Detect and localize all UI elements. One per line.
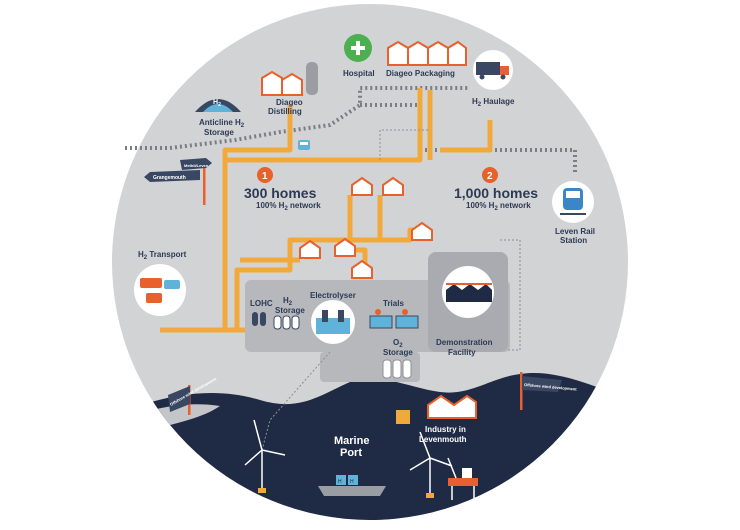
- container-label-1: H: [338, 479, 342, 485]
- lohc-label: LOHC: [250, 299, 273, 308]
- o2-storage-label-1: O2: [393, 338, 403, 349]
- leven-rail-icon: [552, 181, 594, 223]
- rig-icon: [447, 457, 478, 500]
- house-icon: [351, 259, 373, 279]
- marine-label-2: Port: [340, 447, 362, 459]
- anticline-storage-icon: [195, 99, 241, 112]
- offshore-flag-left: [168, 385, 191, 415]
- homes-1000: 1,000 homes: [454, 185, 538, 201]
- o2-storage-icon: [382, 359, 412, 379]
- number-badge-1: [257, 167, 273, 183]
- industry-label-1: Industry in: [425, 425, 466, 434]
- demo-label-2: Facility: [448, 348, 476, 357]
- o2-storage-label-2: Storage: [383, 348, 413, 357]
- haulage-label: H2 Haulage: [472, 97, 515, 108]
- h2-storage-icon: [273, 315, 300, 330]
- anticline-label-1: Anticline H2: [199, 118, 245, 129]
- diageo-distilling-label-1: Diageo: [276, 98, 303, 107]
- demo-label-1: Demonstration: [436, 338, 493, 347]
- container-label-2: H: [350, 479, 354, 485]
- dome-h2-label: H2: [213, 99, 221, 108]
- trials-icon: [369, 309, 419, 329]
- hospital-icon: [344, 34, 372, 62]
- transport-icon: [134, 264, 186, 316]
- house-icon: [299, 239, 321, 259]
- offshore-flag-right: [520, 372, 562, 410]
- diageo-distilling-label-2: Distilling: [268, 107, 302, 116]
- signpost: [144, 158, 212, 205]
- leven-rail-label-2: Station: [560, 236, 587, 245]
- marine-label-1: Marine: [334, 435, 369, 447]
- homes-300: 300 homes: [244, 185, 317, 201]
- network-1000: 100% H2 network: [466, 201, 531, 212]
- leven-rail-label-1: Leven Rail: [555, 227, 595, 236]
- hospital-label: Hospital: [343, 69, 375, 78]
- sign-grangemouth: Grangemouth: [153, 175, 186, 181]
- number-badge-2: [482, 167, 498, 183]
- network-300: 100% H2 network: [256, 201, 321, 212]
- anticline-label-2: Storage: [204, 128, 234, 137]
- number-1: 1: [262, 171, 268, 182]
- haulage-icon: [473, 50, 513, 90]
- lohc-icon: [252, 312, 266, 326]
- transport-label: H2 Transport: [138, 250, 187, 261]
- h2-storage-label-1: H2: [283, 296, 293, 307]
- diageo-packaging-label: Diageo Packaging: [386, 69, 455, 78]
- house-icon: [382, 176, 404, 196]
- house-icon: [351, 176, 373, 196]
- wind-turbine-icon: [244, 419, 286, 490]
- small-train-icon: [298, 140, 310, 150]
- demonstration-facility-icon: [442, 266, 494, 318]
- electrolyser-icon: [311, 300, 355, 344]
- house-icon: [334, 237, 356, 257]
- h2-storage-label-2: Storage: [275, 306, 305, 315]
- sign-methil: Methil/Leven: [184, 163, 209, 168]
- industry-icon: [396, 394, 477, 424]
- offshore-right-label: Offshore wind development: [524, 382, 578, 392]
- house-icon: [411, 221, 433, 241]
- wind-turbine-icon: [409, 431, 453, 495]
- diageo-distilling-icon: [261, 62, 318, 96]
- trials-label: Trials: [383, 299, 404, 308]
- diageo-packaging-icon: [387, 40, 467, 66]
- houses: [299, 176, 433, 279]
- ship-icon: [318, 475, 386, 496]
- number-2: 2: [487, 171, 493, 182]
- industry-label-2: Levenmouth: [419, 435, 467, 444]
- electrolyser-label: Electrolyser: [310, 291, 356, 300]
